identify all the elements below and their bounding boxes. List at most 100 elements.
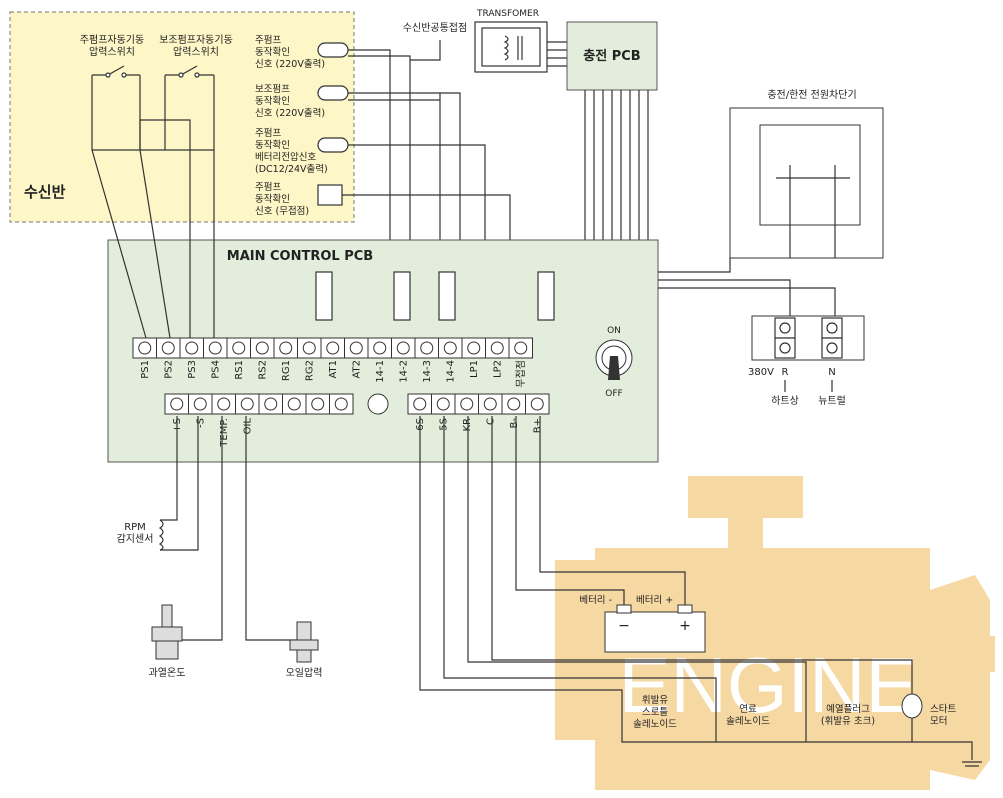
breaker-body [759, 124, 861, 226]
terminal-screw [436, 397, 450, 411]
main-switch-label2: 압력스위치 [89, 45, 135, 58]
terminal-label: RG1 [281, 360, 292, 381]
terminal-screw [217, 397, 231, 411]
terminal-screw [193, 397, 207, 411]
svg-text:주펌프: 주펌프 [255, 181, 281, 193]
svg-text:연료: 연료 [739, 704, 757, 715]
power-terminal-block [751, 315, 865, 361]
engine-wires [419, 416, 960, 743]
terminal-label: -S [195, 418, 206, 428]
terminal-label: 14-1 [375, 360, 386, 383]
terminal-screw [413, 397, 427, 411]
receiver-panel-title: 수신반 [24, 183, 66, 201]
v380-label: 380V [748, 367, 774, 378]
battery-minus-sign: − [618, 618, 630, 634]
pcb-relays [315, 271, 555, 321]
svg-text:동작확인: 동작확인 [255, 95, 290, 107]
oil-pressure-sensor-icon [289, 621, 319, 663]
rpm-label2: 감지센서 [117, 533, 154, 545]
aux-switch-label1: 보조펌프자동기동 [159, 34, 233, 46]
terminal-label: TEMP. [219, 418, 230, 448]
terminal-screw [373, 341, 387, 355]
transformer-symbol [474, 21, 548, 73]
n-label: N [828, 367, 835, 378]
terminal-screw [507, 397, 521, 411]
terminal-label: LP2 [492, 360, 503, 378]
terminal-screw [349, 341, 363, 355]
signal-label-2: 보조펌프 동작확인 신호 (220V출력) [255, 83, 325, 119]
svg-text:솔레노이드: 솔레노이드 [633, 719, 677, 730]
svg-text:(DC12/24V출력): (DC12/24V출력) [255, 163, 328, 175]
svg-text:동작확인: 동작확인 [255, 46, 290, 58]
terminal-label: RS2 [257, 360, 268, 380]
terminal-screw [240, 397, 254, 411]
terminal-label: PS1 [140, 360, 151, 379]
engine-watermark-text: ENGINE [618, 641, 917, 729]
main-pcb-title: MAIN CONTROL PCB [227, 249, 373, 264]
terminal-screw [483, 397, 497, 411]
terminal-label: C [485, 418, 496, 425]
svg-text:스타트: 스타트 [930, 704, 956, 715]
transformer-label: TRANSFOMER [476, 9, 539, 19]
glow-plug-label: 예열플러그 (휘발유 초크) [821, 704, 875, 727]
terminal-screw [279, 341, 293, 355]
battery-plus-label: 베터리 + [636, 595, 673, 606]
starter-motor-icon [901, 693, 923, 719]
signal-wires [342, 49, 511, 242]
n-sub-label: 뉴트럴 [818, 394, 846, 407]
pressure-switch-aux [164, 65, 215, 150]
terminal-screw [443, 341, 457, 355]
svg-text:신호 (무접점): 신호 (무접점) [255, 205, 309, 217]
switch-bridge [92, 119, 214, 151]
solenoid1-label: 휘발유 스로틀 솔레노이드 [633, 695, 677, 730]
svg-text:예열플러그: 예열플러그 [826, 704, 870, 715]
r-label: R [782, 367, 789, 378]
overheat-sensor-icon [151, 604, 183, 660]
svg-text:베터리전압신호: 베터리전압신호 [255, 151, 316, 163]
rpm-coil [158, 519, 164, 551]
svg-text:보조펌프: 보조펌프 [255, 83, 290, 95]
rpm-label1: RPM [124, 522, 146, 533]
terminal-screw [208, 341, 222, 355]
switch-off-label: OFF [605, 389, 622, 399]
common-contact-label: 수신반공통접점 [403, 22, 467, 34]
svg-text:신호 (220V출력): 신호 (220V출력) [255, 58, 325, 70]
terminal-screw [467, 341, 481, 355]
terminal-label: PS3 [187, 360, 198, 379]
terminal-screw [264, 397, 278, 411]
terminal-screw [334, 397, 348, 411]
terminal-label: PS4 [210, 360, 221, 379]
terminal-label: AT2 [351, 360, 362, 379]
switch-on-label: ON [607, 326, 621, 336]
signal-wires-2 [348, 55, 441, 242]
receiver-panel [9, 11, 355, 223]
terminal-label: OIL [242, 418, 253, 435]
breaker-label: 충전/한전 전원차단기 [767, 89, 856, 101]
terminal-screw [302, 341, 316, 355]
terminal-label: 14-3 [422, 360, 433, 383]
breaker-box [729, 107, 884, 259]
power-leads [784, 380, 833, 392]
starter-motor-label: 스타트 모터 [930, 704, 956, 727]
svg-text:신호 (220V출력): 신호 (220V출력) [255, 107, 325, 119]
terminal-label: PS2 [163, 360, 174, 379]
terminal-label: 14-4 [445, 360, 456, 383]
common-contact-wire [410, 40, 441, 61]
sensor-wires [160, 416, 310, 641]
signal-label-1: 주펌프 동작확인 신호 (220V출력) [255, 34, 325, 70]
svg-text:주펌프: 주펌프 [255, 127, 281, 139]
svg-text:모터: 모터 [930, 716, 947, 727]
power-terminals [774, 317, 843, 359]
terminal-label: B+ [532, 418, 543, 433]
transformer-to-charge-wires [547, 41, 567, 67]
solenoid2-label: 연료 솔레노이드 [726, 704, 770, 727]
breaker-wires [658, 225, 836, 320]
battery-minus-label: 베터리 - [579, 595, 612, 606]
charge-pcb-wires [584, 90, 649, 242]
terminal-screw [170, 397, 184, 411]
ground-symbol [962, 761, 982, 767]
svg-text:동작확인: 동작확인 [255, 139, 290, 151]
on-off-toggle-switch[interactable] [595, 339, 633, 380]
terminal-label: RG2 [304, 360, 315, 381]
